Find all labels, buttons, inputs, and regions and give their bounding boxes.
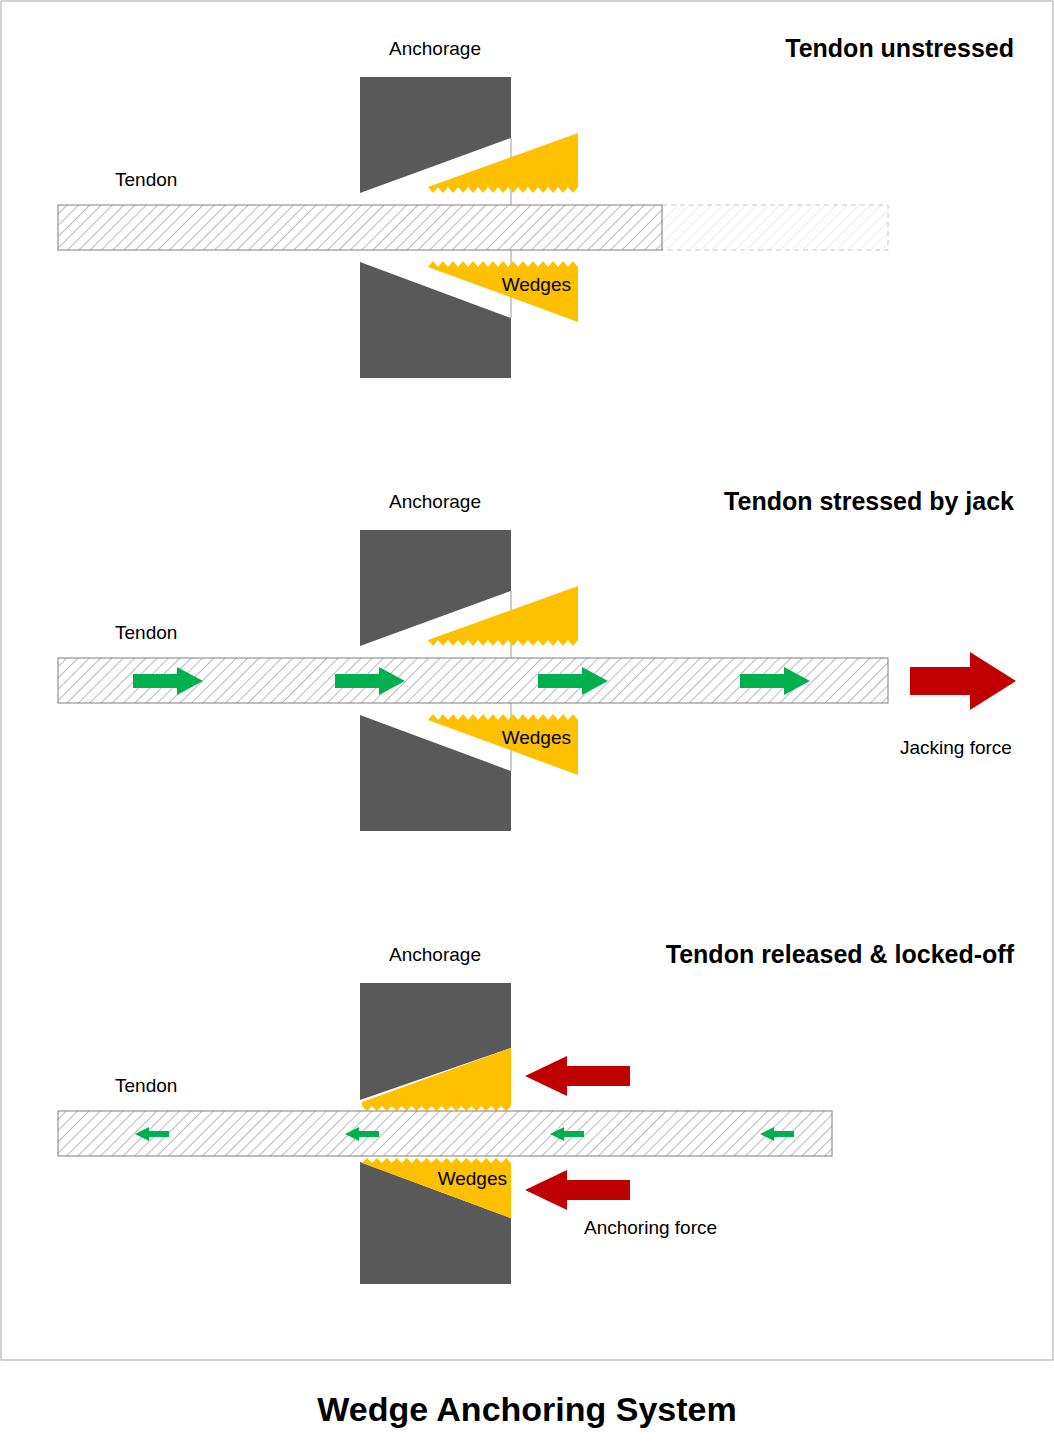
- tension-arrow: [550, 1127, 584, 1141]
- tension-arrow: [135, 1127, 169, 1141]
- panel-title: Tendon stressed by jack: [724, 487, 1014, 516]
- part-name: Tendon: [115, 1075, 177, 1097]
- wedge-outline: [362, 1158, 511, 1218]
- wedge-outline: [428, 714, 578, 775]
- tension-arrow: [740, 667, 810, 695]
- wedge-label: Wedges: [438, 1168, 507, 1190]
- caption: Wedge Anchoring System: [317, 1390, 736, 1429]
- tension-arrow: [345, 1127, 379, 1141]
- part-name: Anchorage: [389, 38, 481, 60]
- part-name: Tendon: [115, 622, 177, 644]
- wedge-outline: [428, 261, 578, 322]
- wedge: Wedges: [428, 261, 578, 322]
- wedge: Wedges: [362, 1158, 511, 1218]
- tension-arrow: [538, 667, 608, 695]
- wedge: [428, 586, 578, 646]
- tension-arrow: [133, 667, 203, 695]
- tendon-bar: [58, 658, 888, 703]
- tendon-bar: [58, 205, 662, 250]
- wedge-label: Wedges: [502, 727, 571, 749]
- jacking-force-arrow: [910, 652, 1016, 710]
- frame: [1, 1, 1053, 1360]
- panel-title: Tendon released & locked-off: [666, 940, 1014, 969]
- part-name: Tendon: [115, 169, 177, 191]
- wedge: [362, 1048, 511, 1111]
- anchoring-force-arrow: [525, 1170, 630, 1210]
- part-name: Anchorage: [389, 944, 481, 966]
- part-name: Anchorage: [389, 491, 481, 513]
- wedge: [428, 133, 578, 193]
- force-label: Jacking force: [900, 737, 1012, 759]
- panel-title: Tendon unstressed: [785, 34, 1014, 63]
- tendon-bar: [58, 1111, 832, 1156]
- wedge-label: Wedges: [502, 274, 571, 296]
- force-label: Anchoring force: [584, 1217, 717, 1239]
- tension-arrow: [760, 1127, 794, 1141]
- anchoring-force-arrow: [525, 1056, 630, 1096]
- wedge: Wedges: [428, 714, 578, 775]
- tendon-extended-ghost: [662, 205, 888, 250]
- tension-arrow: [335, 667, 405, 695]
